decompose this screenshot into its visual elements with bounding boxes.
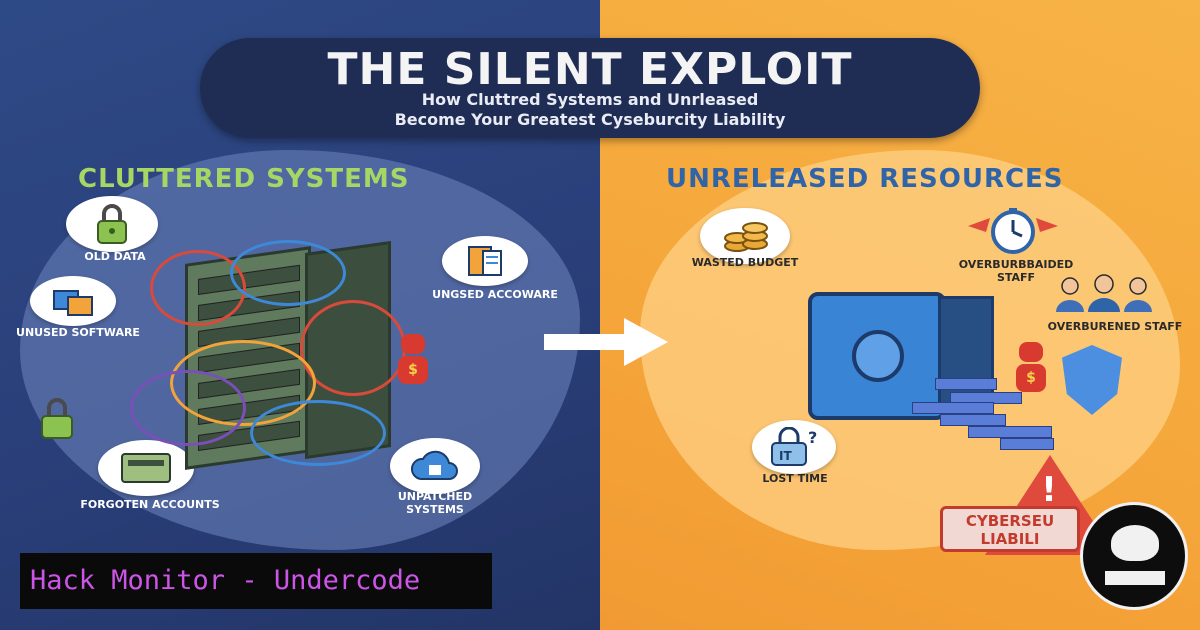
liability-line-2: LIABILI (980, 530, 1040, 548)
subtitle-line-1: How Cluttred Systems and Unrleased (421, 90, 759, 109)
software-box-icon (30, 276, 116, 326)
people-icon (1050, 272, 1158, 320)
tangled-wire (230, 240, 346, 306)
data-block (935, 378, 997, 390)
padlock-icon (66, 196, 158, 252)
vault (808, 292, 946, 420)
old-data-label: OLD DATA (84, 250, 146, 263)
padlock-it-icon: IT? (752, 420, 836, 474)
octopus-logo-icon (1080, 502, 1188, 610)
brand-banner: Hack Monitor - Undercode (20, 553, 492, 609)
data-block (912, 402, 994, 414)
cybersecurity-liability-box: CYBERSEU LIABILI (940, 506, 1080, 552)
overburb-line-1: OVERBURBBAIDED (958, 258, 1074, 271)
tangled-wire (250, 400, 386, 466)
overburbbaided-staff-label: OVERBURBBAIDED STAFF (946, 258, 1086, 284)
unpatched-line-2: SYSTEMS (406, 503, 464, 516)
unpatched-line-1: UNPATCHED (397, 490, 473, 503)
lost-time-label: LOST TIME (762, 472, 828, 485)
wasted-budget-label: WASTED BUDGET (691, 256, 799, 269)
overburb-line-2: STAFF (996, 271, 1036, 284)
unpatched-systems-label: UNPATCHED SYSTEMS (370, 490, 500, 516)
svg-text:?: ? (808, 428, 817, 447)
hard-drive-icon (98, 440, 194, 496)
vault-dial (852, 330, 904, 382)
unreleased-resources-heading: UNRELEASED RESOURCES (666, 164, 1064, 194)
coins-icon (700, 208, 790, 264)
tangled-wire (130, 370, 246, 446)
ungsed-accoware-label: UNGSED ACCOWARE (432, 288, 558, 301)
arrow-right-icon (544, 318, 668, 370)
page-title: THE SILENT EXPLOIT (327, 44, 853, 95)
page-subtitle: How Cluttred Systems and Unrleased Becom… (200, 90, 980, 130)
svg-text:IT: IT (779, 449, 792, 463)
tangled-wire (150, 250, 246, 326)
data-block (1000, 438, 1054, 450)
exclamation-icon: ! (1041, 470, 1057, 510)
data-block (968, 426, 1052, 438)
robot-hacker: $ (396, 334, 430, 394)
padlock-icon (36, 396, 78, 444)
cluttered-systems-heading: CLUTTERED SYSTEMS (78, 164, 410, 194)
unused-software-label: UNUSED SOFTWARE (16, 326, 140, 339)
robot-hacker: $ (1014, 342, 1048, 402)
subtitle-line-2: Become Your Greatest Cyseburcity Liabili… (394, 110, 786, 129)
forgoten-accounts-label: FORGOTEN ACCOUNTS (80, 498, 220, 511)
stopwatch-icon (958, 204, 1068, 260)
title-banner: THE SILENT EXPLOIT How Cluttred Systems … (200, 38, 980, 138)
liability-line-1: CYBERSEU (965, 512, 1055, 530)
document-icon (442, 236, 528, 286)
data-block (940, 414, 1006, 426)
cloud-lock-icon (390, 438, 480, 494)
overburened-staff-label: OVERBURENED STAFF (1047, 320, 1183, 333)
